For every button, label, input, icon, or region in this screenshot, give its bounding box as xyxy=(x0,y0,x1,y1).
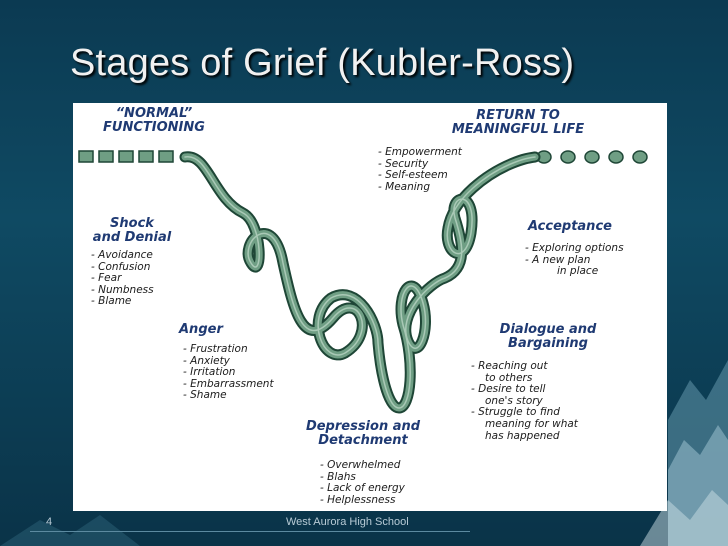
anger-item: Anxiety xyxy=(183,355,274,368)
shock-line2: and Denial xyxy=(92,230,172,245)
return-line2: MEANINGFUL LIFE xyxy=(451,122,585,137)
return-items: Empowerment Security Self-esteem Meaning xyxy=(378,146,462,194)
return-item: Meaning xyxy=(378,181,462,194)
shock-item: Avoidance xyxy=(91,249,154,262)
meaningful-life-dots xyxy=(536,150,648,164)
shock-line1: Shock xyxy=(110,216,154,231)
shock-items: Avoidance Confusion Fear Numbness Blame xyxy=(91,249,154,308)
slide-title: Stages of Grief (Kubler-Ross) xyxy=(70,42,575,84)
shock-item: Confusion xyxy=(91,261,154,274)
dialogue-item-cont: has happened xyxy=(485,429,560,442)
acceptance-item: A new plan xyxy=(525,254,624,267)
dialogue-bargaining-label: Dialogue and Bargaining xyxy=(473,323,623,351)
footer-divider xyxy=(30,531,470,532)
grief-diagram: “NORMAL” FUNCTIONING RETURN TO MEANINGFU… xyxy=(73,103,667,511)
dialogue-item: Struggle to find xyxy=(471,407,578,419)
dialogue-items: Reaching out to others Desire to tell on… xyxy=(471,360,578,442)
slide-number: 4 xyxy=(46,516,53,528)
acceptance-title: Acceptance xyxy=(528,219,612,234)
dialogue-item-cont: one's story xyxy=(485,394,543,407)
normal-functioning-line1: “NORMAL” xyxy=(115,106,193,121)
dialogue-item: Desire to tell xyxy=(471,384,578,396)
depression-item: Blahs xyxy=(320,471,405,484)
shock-denial-label: Shock and Denial xyxy=(73,217,191,245)
acceptance-label: Acceptance xyxy=(528,220,612,234)
dialogue-item: Reaching out xyxy=(471,360,578,373)
anger-items: Frustration Anxiety Irritation Embarrass… xyxy=(183,343,274,402)
shock-item: Blame xyxy=(91,296,154,308)
anger-item: Shame xyxy=(183,390,274,402)
acceptance-item-cont: in place xyxy=(557,265,599,278)
depression-item: Overwhelmed xyxy=(320,459,405,472)
shock-item: Numbness xyxy=(91,284,153,297)
normal-functioning-label: “NORMAL” FUNCTIONING xyxy=(79,107,229,135)
return-line1: RETURN TO xyxy=(476,108,560,123)
normal-functioning-line2: FUNCTIONING xyxy=(103,120,205,135)
depression-line1: Depression and xyxy=(305,419,421,434)
anger-item: Irritation xyxy=(183,367,274,379)
dialogue-item-cont: meaning for what xyxy=(485,417,578,430)
acceptance-items: Exploring options A new plan in place xyxy=(525,242,624,278)
anger-item: Embarrassment xyxy=(183,378,273,391)
normal-functioning-dashes xyxy=(78,150,174,163)
depression-item: Helplessness xyxy=(320,494,405,507)
return-item: Self-esteem xyxy=(378,170,462,182)
return-meaningful-life-label: RETURN TO MEANINGFUL LIFE xyxy=(413,109,623,137)
depression-item: Lack of energy xyxy=(320,483,405,495)
dialogue-line1: Dialogue and xyxy=(499,322,597,337)
shock-item: Fear xyxy=(91,273,154,285)
anger-title: Anger xyxy=(179,322,223,337)
dialogue-item-cont: to others xyxy=(485,371,533,384)
return-item: Empowerment xyxy=(378,146,462,159)
depression-items: Overwhelmed Blahs Lack of energy Helples… xyxy=(320,459,405,507)
anger-item: Frustration xyxy=(183,343,274,356)
dialogue-line2: Bargaining xyxy=(508,336,588,351)
return-item: Security xyxy=(378,158,462,171)
acceptance-item: Exploring options xyxy=(525,242,623,255)
footer-school: West Aurora High School xyxy=(286,516,409,528)
depression-detachment-label: Depression and Detachment xyxy=(278,420,448,448)
depression-line2: Detachment xyxy=(318,433,408,448)
anger-label: Anger xyxy=(179,323,223,337)
grief-ribbon-curve xyxy=(78,150,648,414)
